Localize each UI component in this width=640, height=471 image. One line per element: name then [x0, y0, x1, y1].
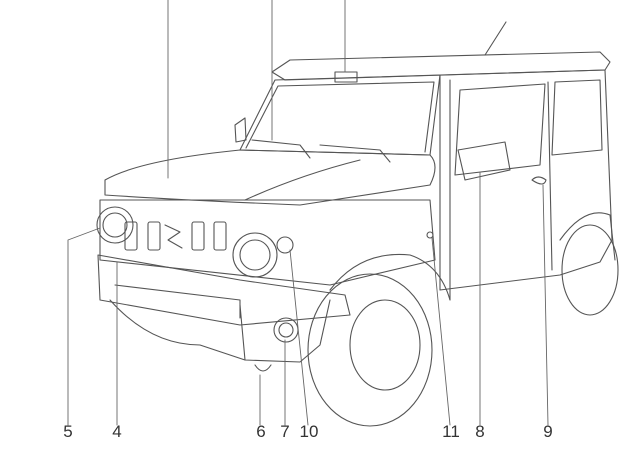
front-face	[99, 199, 436, 286]
front-door-window	[454, 83, 546, 176]
wiper-right	[319, 144, 391, 163]
headlight-left	[96, 206, 134, 244]
callout-10: 10	[299, 422, 319, 441]
leader-lines	[67, 0, 549, 426]
front-fender	[329, 253, 451, 301]
side-body	[439, 69, 613, 291]
callout-11: 11	[442, 422, 460, 441]
callout-7: 7	[280, 422, 290, 441]
tow-hook	[254, 364, 272, 372]
fog-light	[273, 317, 299, 343]
logo	[164, 224, 183, 249]
rear-fender	[559, 212, 616, 261]
rear-wheel	[561, 224, 619, 316]
front-bumper	[97, 254, 351, 326]
side-marker	[426, 231, 434, 239]
callout-6: 6	[256, 422, 266, 441]
door-handle	[531, 176, 547, 185]
callout-5: 5	[63, 422, 73, 441]
side-mirror	[457, 141, 511, 181]
windshield	[239, 74, 441, 156]
callout-4: 4	[112, 422, 122, 441]
turn-signal	[276, 236, 294, 254]
wiper-left	[251, 139, 311, 159]
antenna	[484, 21, 507, 56]
headlight-right	[232, 232, 278, 278]
roof	[271, 51, 611, 81]
hood	[104, 149, 436, 206]
camera	[334, 71, 358, 83]
rear-window	[551, 79, 603, 156]
callout-9: 9	[543, 422, 553, 441]
front-wheel	[307, 273, 433, 427]
callout-8: 8	[475, 422, 485, 441]
